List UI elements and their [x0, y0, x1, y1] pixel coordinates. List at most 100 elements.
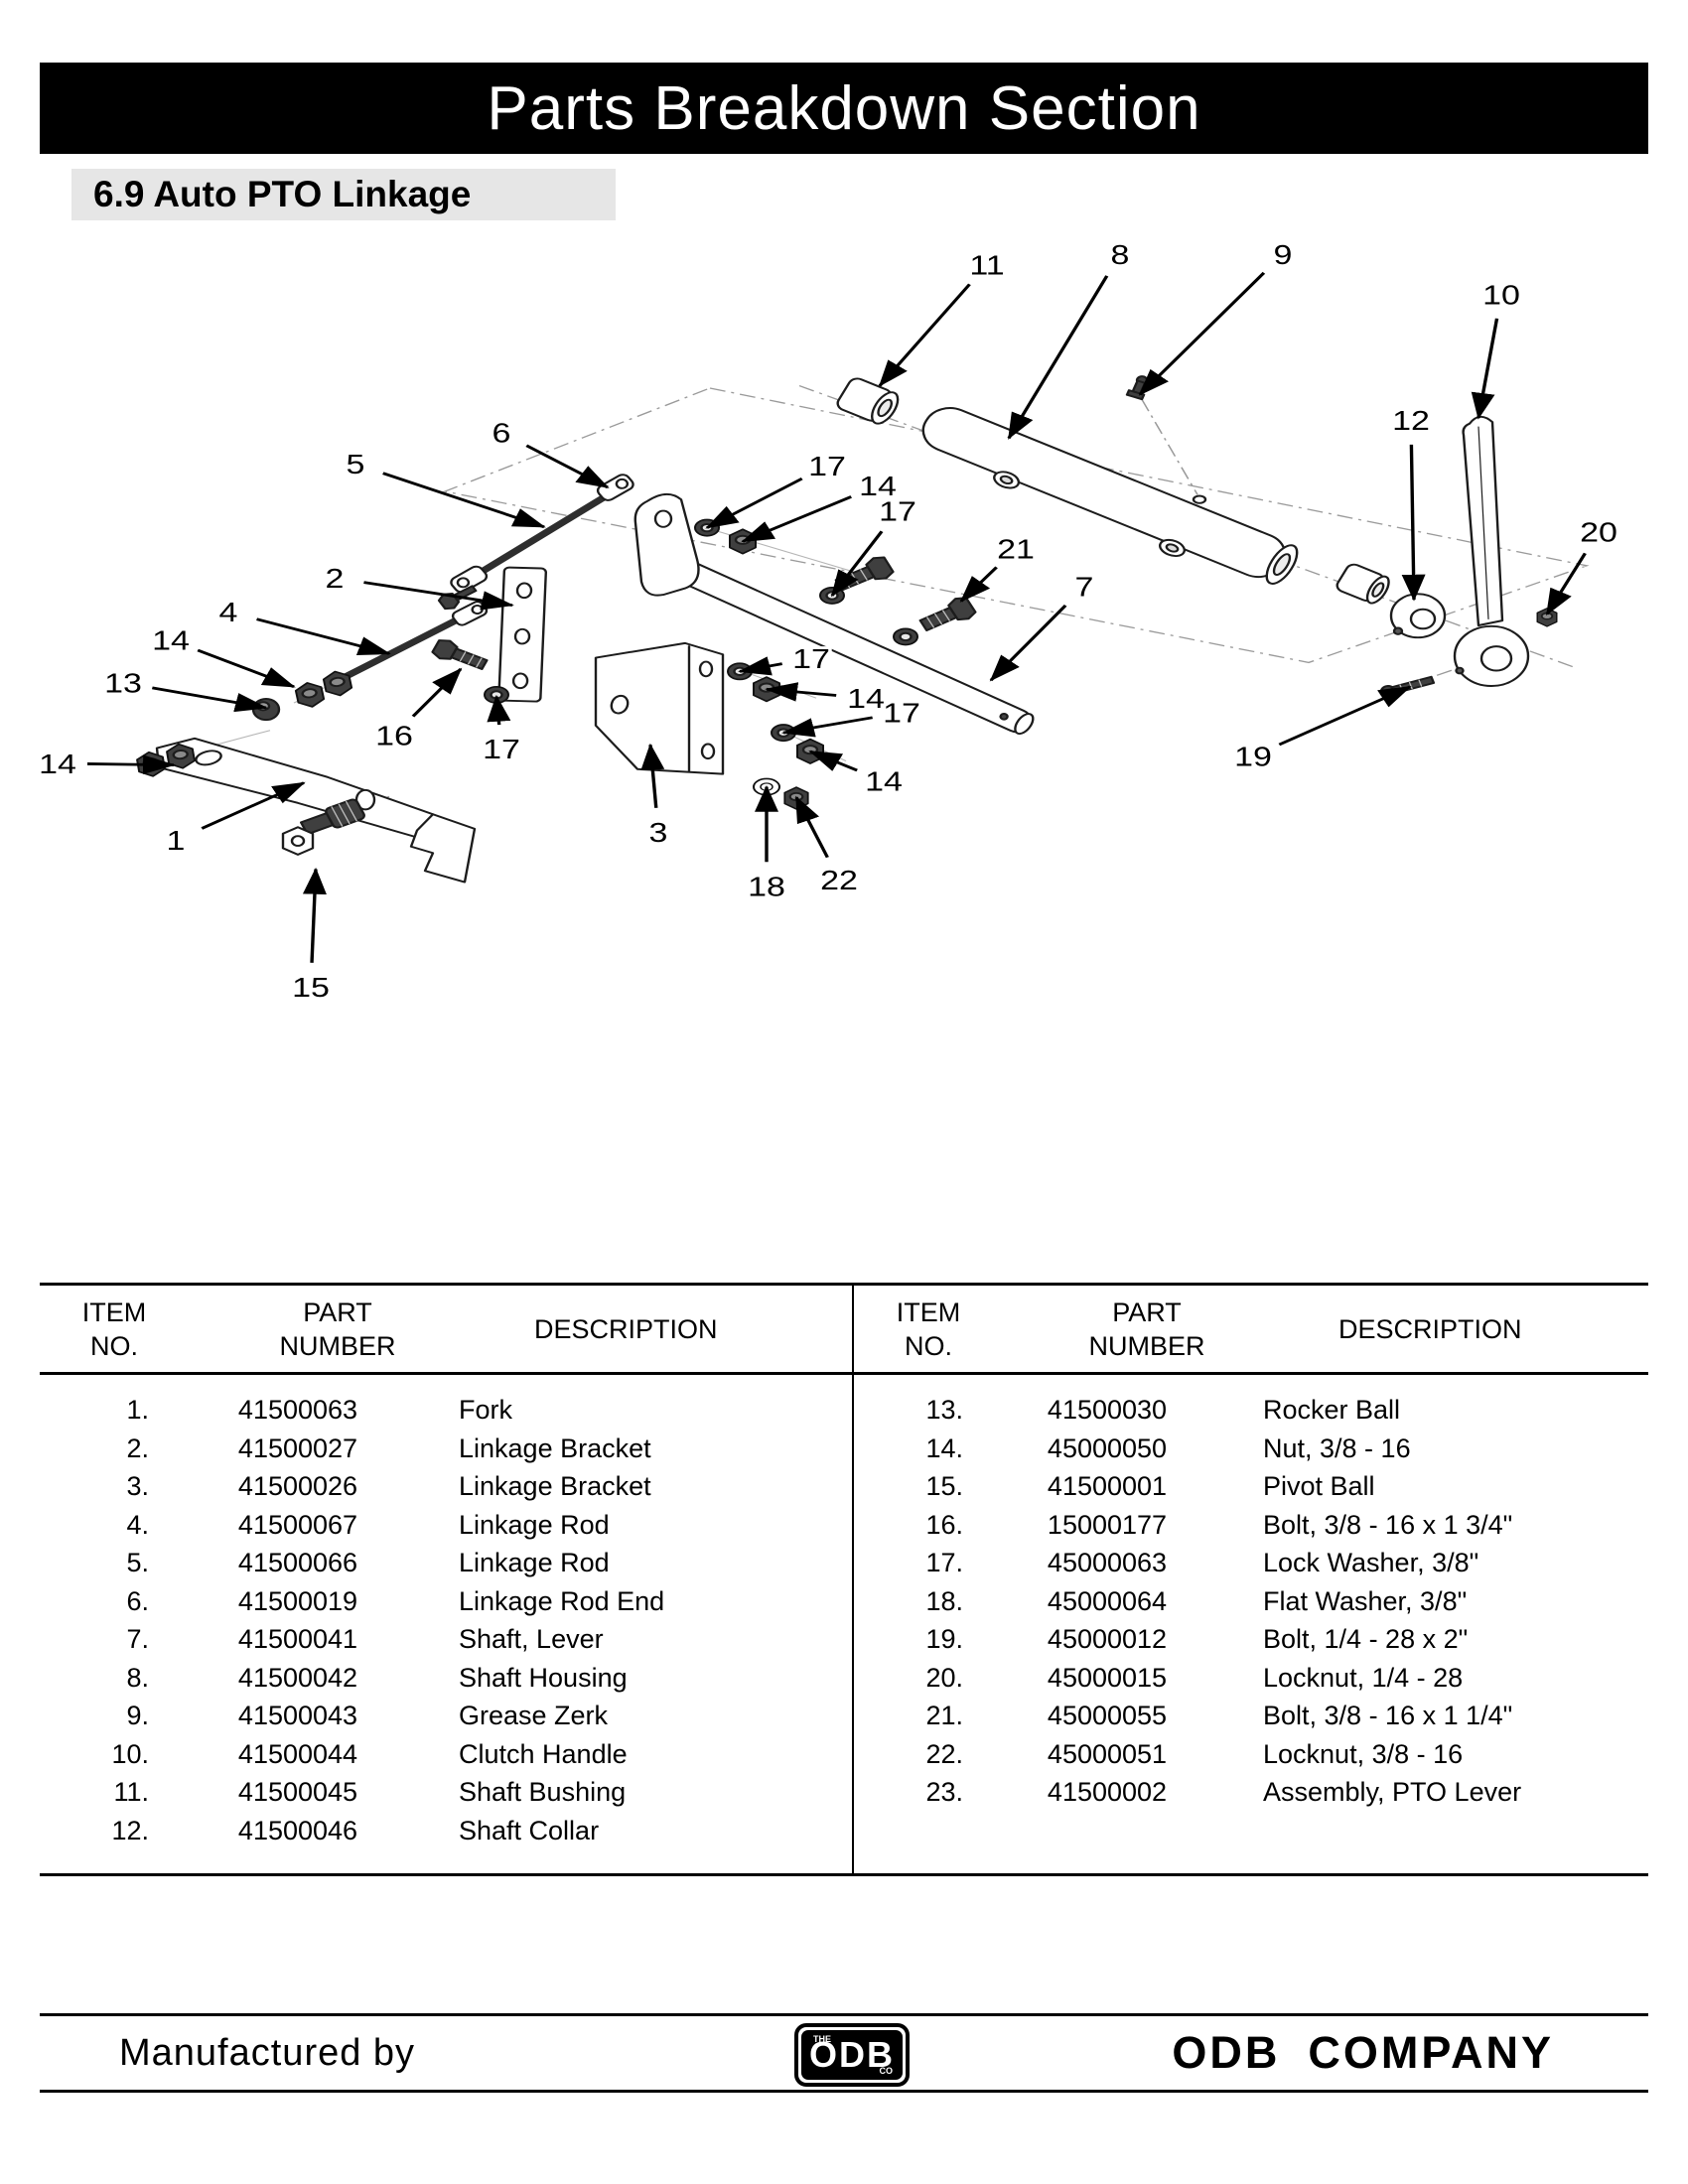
callout-arrow — [151, 686, 268, 713]
callout-arrow — [1471, 318, 1499, 420]
cell-description: Linkage Rod — [459, 1548, 610, 1577]
cell-description: Flat Washer, 3/8" — [1263, 1585, 1468, 1616]
callout-arrow — [487, 694, 511, 726]
part-bolt-16 — [431, 639, 489, 670]
part-locknut-20 — [1536, 607, 1558, 627]
part-pivot-ball — [281, 798, 365, 856]
table-row: 10. 41500044 Clutch Handle — [40, 1735, 852, 1774]
callout-arrow — [765, 682, 837, 702]
part-fork — [155, 737, 477, 884]
part-linkage-bracket-3 — [594, 641, 725, 775]
cell-part-number: 41500066 — [237, 1548, 358, 1577]
callout-arrow — [86, 754, 176, 774]
cell-item-no: 17. — [925, 1548, 963, 1577]
page-footer: Manufactured by THE ODB CO ODB COMPANY — [40, 2013, 1648, 2093]
callout-label: 17 — [483, 734, 520, 764]
cell-description: Grease Zerk — [459, 1701, 609, 1730]
company-name: ODB COMPANY — [1172, 2027, 1554, 2078]
callout-arrow — [382, 472, 546, 529]
callout-label: 12 — [1392, 405, 1430, 436]
odb-logo-main: ODB — [809, 2034, 895, 2075]
cell-description: Locknut, 3/8 - 16 — [1263, 1738, 1464, 1769]
cell-item-no: 16. — [925, 1509, 963, 1540]
callout-arrow — [959, 566, 998, 603]
cell-item-no: 21. — [925, 1701, 963, 1730]
part-linkage-rod-4 — [338, 601, 489, 682]
callout-arrow — [1278, 685, 1412, 747]
cell-part-number: 41500043 — [237, 1701, 358, 1730]
part-linkage-rod-5 — [437, 474, 634, 611]
callout-label: 17 — [879, 495, 916, 526]
cell-part-number: 15000177 — [1047, 1509, 1168, 1540]
cell-description: Bolt, 1/4 - 28 x 2" — [1263, 1624, 1469, 1654]
callout-label: 13 — [104, 668, 142, 699]
odb-logo: THE ODB CO — [794, 2023, 910, 2087]
cell-item-no: 23. — [925, 1777, 963, 1807]
callout-arrow — [808, 750, 858, 772]
manufactured-by-text: Manufactured by — [119, 2031, 416, 2074]
callout-label: 11 — [969, 249, 1004, 280]
cell-part-number: 41500042 — [237, 1662, 358, 1693]
cell-description: Clutch Handle — [459, 1738, 628, 1769]
cell-description: Locknut, 1/4 - 28 — [1263, 1662, 1464, 1693]
callout-label: 14 — [847, 683, 885, 714]
odb-logo-icon: THE ODB CO — [801, 2030, 903, 2080]
cell-description: Linkage Rod End — [459, 1585, 665, 1616]
callout-label: 9 — [1274, 239, 1293, 270]
callout-label: 22 — [820, 865, 858, 895]
callout-label: 5 — [347, 449, 365, 479]
callout-label: 20 — [1580, 516, 1618, 547]
part-hanger-bracket — [633, 492, 700, 597]
part-lock-washer — [770, 723, 797, 743]
col-header-description: DESCRIPTION — [534, 1313, 718, 1344]
part-bolt-21 — [918, 597, 977, 632]
callout-arrow — [201, 781, 306, 830]
odb-logo-co: CO — [879, 2066, 894, 2076]
callout-label: 8 — [1111, 239, 1130, 270]
callout-label: 3 — [649, 817, 668, 848]
cell-item-no: 20. — [925, 1662, 963, 1693]
cell-description: Shaft Housing — [459, 1662, 628, 1693]
cell-description: Linkage Bracket — [459, 1471, 651, 1501]
cell-item-no: 8. — [126, 1662, 149, 1693]
cell-item-no: 4. — [126, 1509, 149, 1540]
callout-label: 16 — [375, 720, 413, 751]
callout-label: 19 — [1234, 741, 1272, 771]
cell-part-number: 41500045 — [237, 1777, 358, 1807]
callout-label: 17 — [883, 698, 920, 729]
part-linkage-bracket-2 — [497, 566, 548, 703]
cell-part-number: 41500044 — [237, 1738, 358, 1769]
part-rocker-ball — [251, 698, 281, 722]
cell-description: Nut, 3/8 - 16 — [1263, 1433, 1411, 1463]
cell-part-number: 45000064 — [1047, 1585, 1168, 1616]
callout-arrow — [302, 867, 327, 963]
part-shaft-bushing — [836, 377, 900, 425]
part-nut — [293, 679, 327, 710]
callout-arrow — [794, 795, 829, 859]
cell-item-no: 2. — [126, 1433, 149, 1463]
cell-item-no: 10. — [111, 1738, 149, 1769]
cell-part-number: 45000012 — [1047, 1624, 1168, 1654]
cell-part-number: 41500019 — [237, 1585, 358, 1616]
cell-part-number: 45000063 — [1047, 1548, 1168, 1577]
callout-arrow — [738, 656, 783, 676]
